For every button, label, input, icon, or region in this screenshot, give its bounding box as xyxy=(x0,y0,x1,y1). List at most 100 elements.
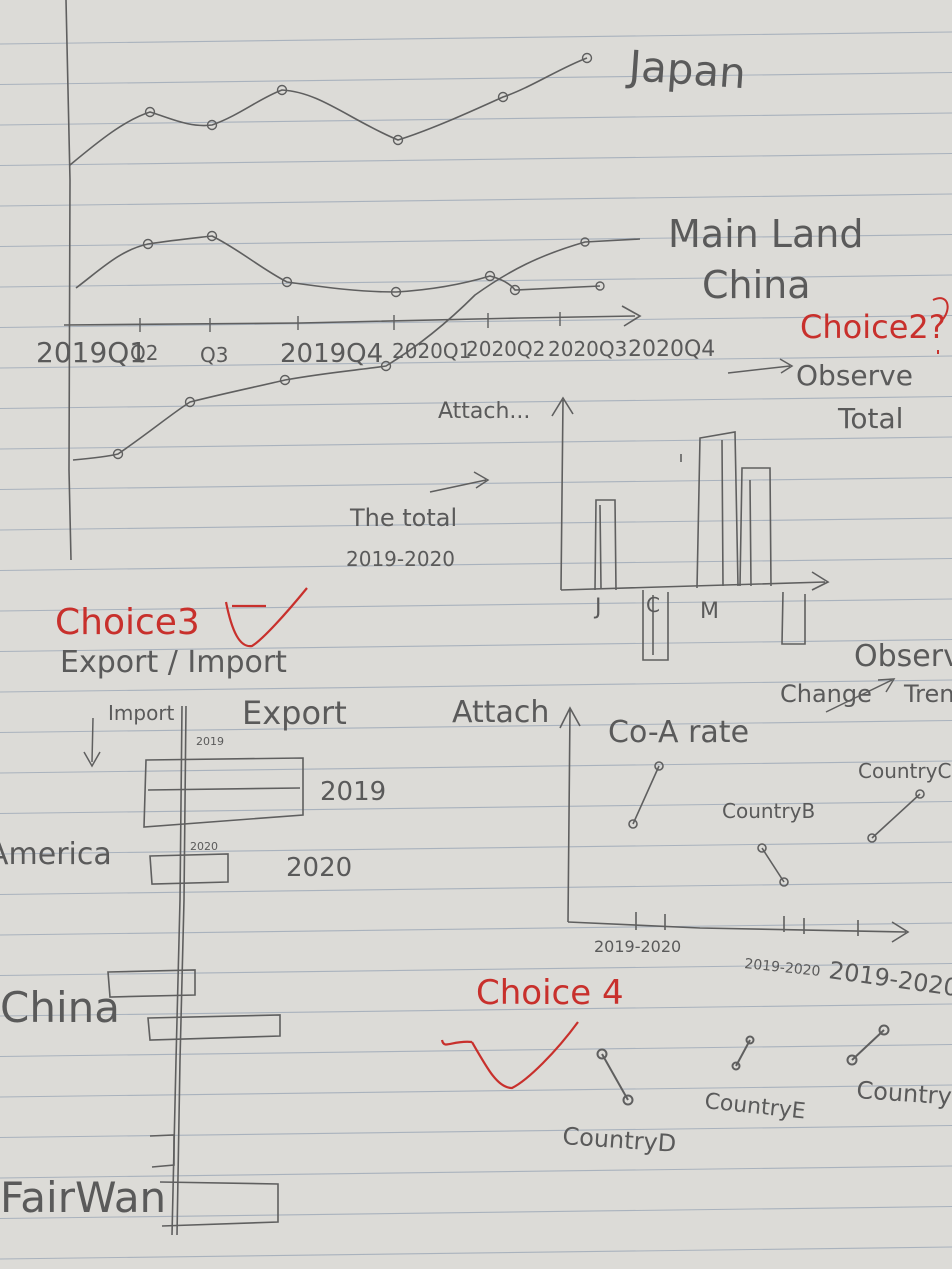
x-label-q2: Q2 xyxy=(130,341,158,365)
x-label-2019q4: 2019Q4 xyxy=(280,339,383,369)
choice3-subtitle: Export / Import xyxy=(60,645,287,680)
ruled-line xyxy=(0,1003,952,1017)
ruled-line xyxy=(0,193,952,207)
segment-country-e xyxy=(735,1039,751,1067)
japan-series-line xyxy=(69,57,588,166)
choice3-checkmark xyxy=(224,587,308,648)
change-label: Change xyxy=(780,680,872,708)
bar-j xyxy=(594,499,617,591)
segment-country-a xyxy=(632,765,660,825)
rate-x-label-1: 2019-2020 xyxy=(594,937,681,956)
mainland-series-line xyxy=(75,235,601,293)
bar-c-negative xyxy=(642,590,669,661)
bar-label-j: J xyxy=(593,595,602,620)
bar-fairwan-2020 xyxy=(159,1181,279,1227)
bar-chart-y-axis xyxy=(551,396,574,591)
label-china: China xyxy=(702,263,811,307)
export-import-chart xyxy=(107,705,304,1236)
note-attach-top: Attach... xyxy=(438,399,530,424)
ruled-line xyxy=(0,557,952,572)
note-arrow-total xyxy=(429,471,490,493)
observe-label-rate: Observe xyxy=(854,639,952,674)
top-line-chart xyxy=(63,0,642,561)
ruled-line xyxy=(0,760,952,774)
point-country-f-2020 xyxy=(878,1024,890,1036)
rate-x-axis xyxy=(567,921,910,943)
ruled-line xyxy=(0,598,952,612)
attach-label-rate: Attach xyxy=(452,695,549,730)
choice4-heading: Choice 4 xyxy=(476,973,624,1013)
segment-country-c xyxy=(871,793,921,839)
x-label-2020q1: 2020Q1 xyxy=(392,339,471,363)
ruled-line xyxy=(0,1205,952,1220)
bar-fairwan-2019 xyxy=(149,1134,175,1168)
x-label-2020q4: 2020Q4 xyxy=(628,337,715,362)
ruled-line xyxy=(0,355,952,369)
bar-label-c: C xyxy=(646,593,660,617)
bar-m xyxy=(696,431,739,589)
rate-x-label-2: 2019-2020 xyxy=(744,956,822,980)
choice4-checkmark xyxy=(440,1021,579,1090)
label-japan: Japan xyxy=(624,41,747,98)
ruled-line xyxy=(0,395,952,410)
choice2-question-mark xyxy=(932,297,949,354)
data-point-markers xyxy=(112,52,605,460)
change-arrow xyxy=(825,678,896,713)
ruled-line xyxy=(0,841,952,855)
ruled-line xyxy=(0,476,952,491)
point-country-d-2020 xyxy=(622,1094,634,1106)
top-chart-x-arrowhead xyxy=(621,305,642,327)
ruled-line xyxy=(0,517,952,531)
ruled-line xyxy=(0,314,952,329)
segment-country-f xyxy=(851,1029,885,1061)
choice2-heading: Choice2? xyxy=(800,308,946,346)
observe-arrow xyxy=(727,358,794,374)
ruled-line xyxy=(0,274,952,288)
ruled-line xyxy=(0,962,952,977)
year-label-2019: 2019 xyxy=(320,777,386,807)
x-label-2020q2: 2020Q2 xyxy=(466,337,545,361)
point-country-a-2020 xyxy=(654,761,664,771)
ruled-line xyxy=(0,152,952,167)
ruled-line xyxy=(0,1084,952,1098)
label-country-c: CountryC xyxy=(858,759,951,783)
point-country-c-2019 xyxy=(867,833,877,843)
total-label: Total xyxy=(837,402,903,435)
note-total-line1: The total xyxy=(349,504,457,532)
ruled-line xyxy=(0,1165,952,1179)
x-label-q3: Q3 xyxy=(200,343,228,367)
choice3-heading: Choice3 xyxy=(55,602,200,643)
point-country-b-2019 xyxy=(757,843,767,853)
ruled-line xyxy=(0,31,952,45)
point-country-c-2020 xyxy=(915,789,925,799)
x-label-2020q3: 2020Q3 xyxy=(548,337,627,361)
x-label-2019q1: 2019Q1 xyxy=(36,336,147,369)
bar-chart-x-axis xyxy=(560,571,830,591)
label-country-f: Country xyxy=(856,1076,952,1111)
point-country-a-2019 xyxy=(628,819,638,829)
label-mainland: Main Land xyxy=(668,212,863,256)
point-country-d-2019 xyxy=(596,1048,608,1060)
center-axis-double xyxy=(176,705,187,1236)
rate-y-axis xyxy=(559,706,581,923)
bar-fifth-negative xyxy=(781,591,806,645)
note-total-line2: 2019-2020 xyxy=(346,547,455,571)
observe-label: Observe xyxy=(796,359,913,392)
bar-china-2019 xyxy=(107,969,196,998)
export-label: Export xyxy=(242,694,347,732)
ruled-line xyxy=(0,638,952,653)
import-label: Import xyxy=(108,701,175,725)
ruled-line xyxy=(0,233,952,248)
import-arrow xyxy=(83,717,101,768)
bar-label-m: M xyxy=(700,599,719,624)
choice4-segments xyxy=(596,1024,890,1106)
country-label-fairwan: FairWan xyxy=(0,1173,166,1222)
top-chart-x-axis xyxy=(63,315,636,326)
rate-title: Co-A rate xyxy=(608,715,749,750)
ruled-line xyxy=(0,881,952,896)
ruled-line xyxy=(0,112,952,126)
ruled-line xyxy=(0,436,952,450)
